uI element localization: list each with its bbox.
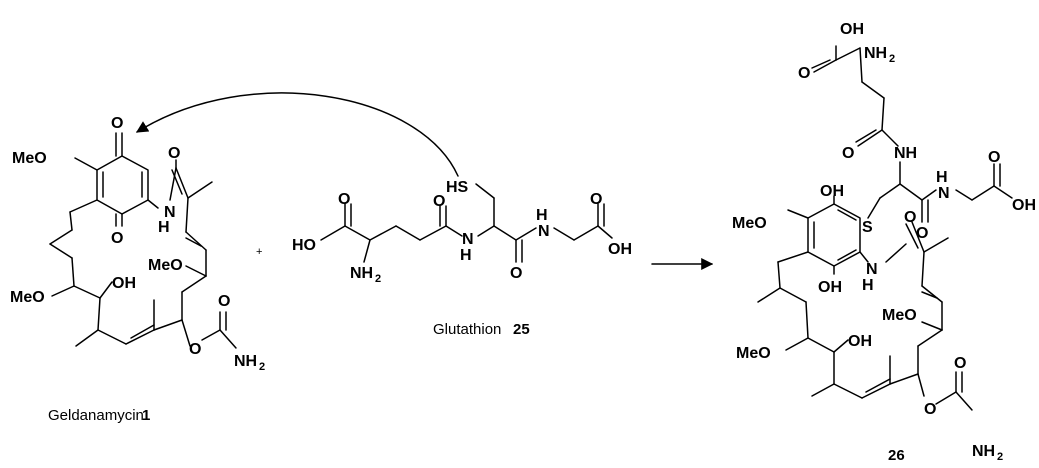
product-acid-oxygen-label: O [798, 65, 810, 82]
product-glutamyl-carbonyl-label: O [842, 145, 854, 162]
amide-hydrogen-label: H [158, 219, 170, 236]
thiol-label: HS [446, 179, 469, 196]
glutathion-bonds [320, 183, 613, 263]
glutathion-structure: HO O NH 2 O N H HS O N H O OH [292, 179, 632, 285]
product-hydroxy-label: OH [848, 333, 872, 350]
glutathion-number: 25 [513, 321, 530, 338]
quinone-oxygen-top: O [111, 115, 123, 132]
product-glycine-hydroxy-label: OH [1012, 197, 1036, 214]
product-acid-hydroxy-label: OH [840, 21, 864, 38]
carbamate-amine-subscript: 2 [259, 361, 265, 373]
product-carbamate-ester-oxygen-label: O [924, 401, 936, 418]
carbamate-ester-oxygen-label: O [189, 341, 201, 358]
product-glycine-oxygen-label: O [988, 149, 1000, 166]
product-carbamate-carbonyl-label: O [954, 355, 966, 372]
glycine-hydroxy-label: OH [608, 241, 632, 258]
product-number: 26 [888, 447, 905, 464]
geldanamycin-structure: O O MeO N H O MeO OH MeO O O NH 2 [10, 115, 265, 373]
hydroxy-label: OH [112, 275, 136, 292]
product-bonds [757, 45, 1013, 411]
glutathion-amine-subscript: 2 [375, 273, 381, 285]
quinone-oxygen-bottom: O [111, 230, 123, 247]
product-amide1-label: NH [894, 145, 917, 162]
product-glutamyl-amine-label: NH [864, 45, 887, 62]
plus-sign: + [256, 246, 262, 258]
product-amide2-hydrogen-label: H [936, 169, 948, 186]
product-amide2-oxygen-label: O [916, 225, 928, 242]
thioether-sulfur-label: S [862, 219, 873, 236]
product-macro-amide-hydrogen-label: H [862, 277, 874, 294]
glycine-oxygen-label: O [590, 191, 602, 208]
product-macro-amide-nitrogen-label: N [866, 261, 878, 278]
product-carbamate-amine-label: NH [972, 443, 995, 460]
glutathion-amide1-nitrogen-label: N [462, 231, 474, 248]
glutathion-name: Glutathion [433, 321, 501, 338]
product-structure: OH O NH 2 O NH O N H O OH S OH OH MeO N … [732, 21, 1036, 463]
glutathion-acid-hydroxy-label: HO [292, 237, 316, 254]
glutathion-amine-label: NH [350, 265, 373, 282]
product-amide2-nitrogen-label: N [938, 185, 950, 202]
geldanamycin-bonds [49, 132, 237, 349]
amide-oxygen-label: O [168, 145, 180, 162]
glutathion-amide1-hydrogen-label: H [460, 247, 472, 264]
side-methoxy-label: MeO [148, 257, 183, 274]
carbamate-carbonyl-oxygen-label: O [218, 293, 230, 310]
amide-nitrogen-label: N [164, 204, 176, 221]
product-glutamyl-amine-subscript: 2 [889, 53, 895, 65]
carbamate-amine-label: NH [234, 353, 257, 370]
product-chain-methoxy-label: MeO [736, 345, 771, 362]
chain-methoxy-label: MeO [10, 289, 45, 306]
glutathion-amide2-oxygen-label: O [510, 265, 522, 282]
glutathion-amide2-nitrogen-label: N [538, 223, 550, 240]
geldanamycin-name: Geldanamycin [48, 407, 144, 424]
product-carbamate-amine-subscript: 2 [997, 451, 1003, 463]
ring-methoxy-label: MeO [12, 150, 47, 167]
product-side-methoxy-label: MeO [882, 307, 917, 324]
geldanamycin-number: 1 [142, 407, 150, 424]
product-macro-amide-oxygen-label: O [904, 209, 916, 226]
ring-hydroxy-top-label: OH [820, 183, 844, 200]
product-ring-methoxy-label: MeO [732, 215, 767, 232]
nucleophilic-attack-arrow [135, 92, 459, 177]
glutathion-amide-oxygen-label: O [433, 193, 445, 210]
glutathion-acid-oxygen-label: O [338, 191, 350, 208]
glutathion-amide2-hydrogen-label: H [536, 207, 548, 224]
ring-hydroxy-bottom-label: OH [818, 279, 842, 296]
